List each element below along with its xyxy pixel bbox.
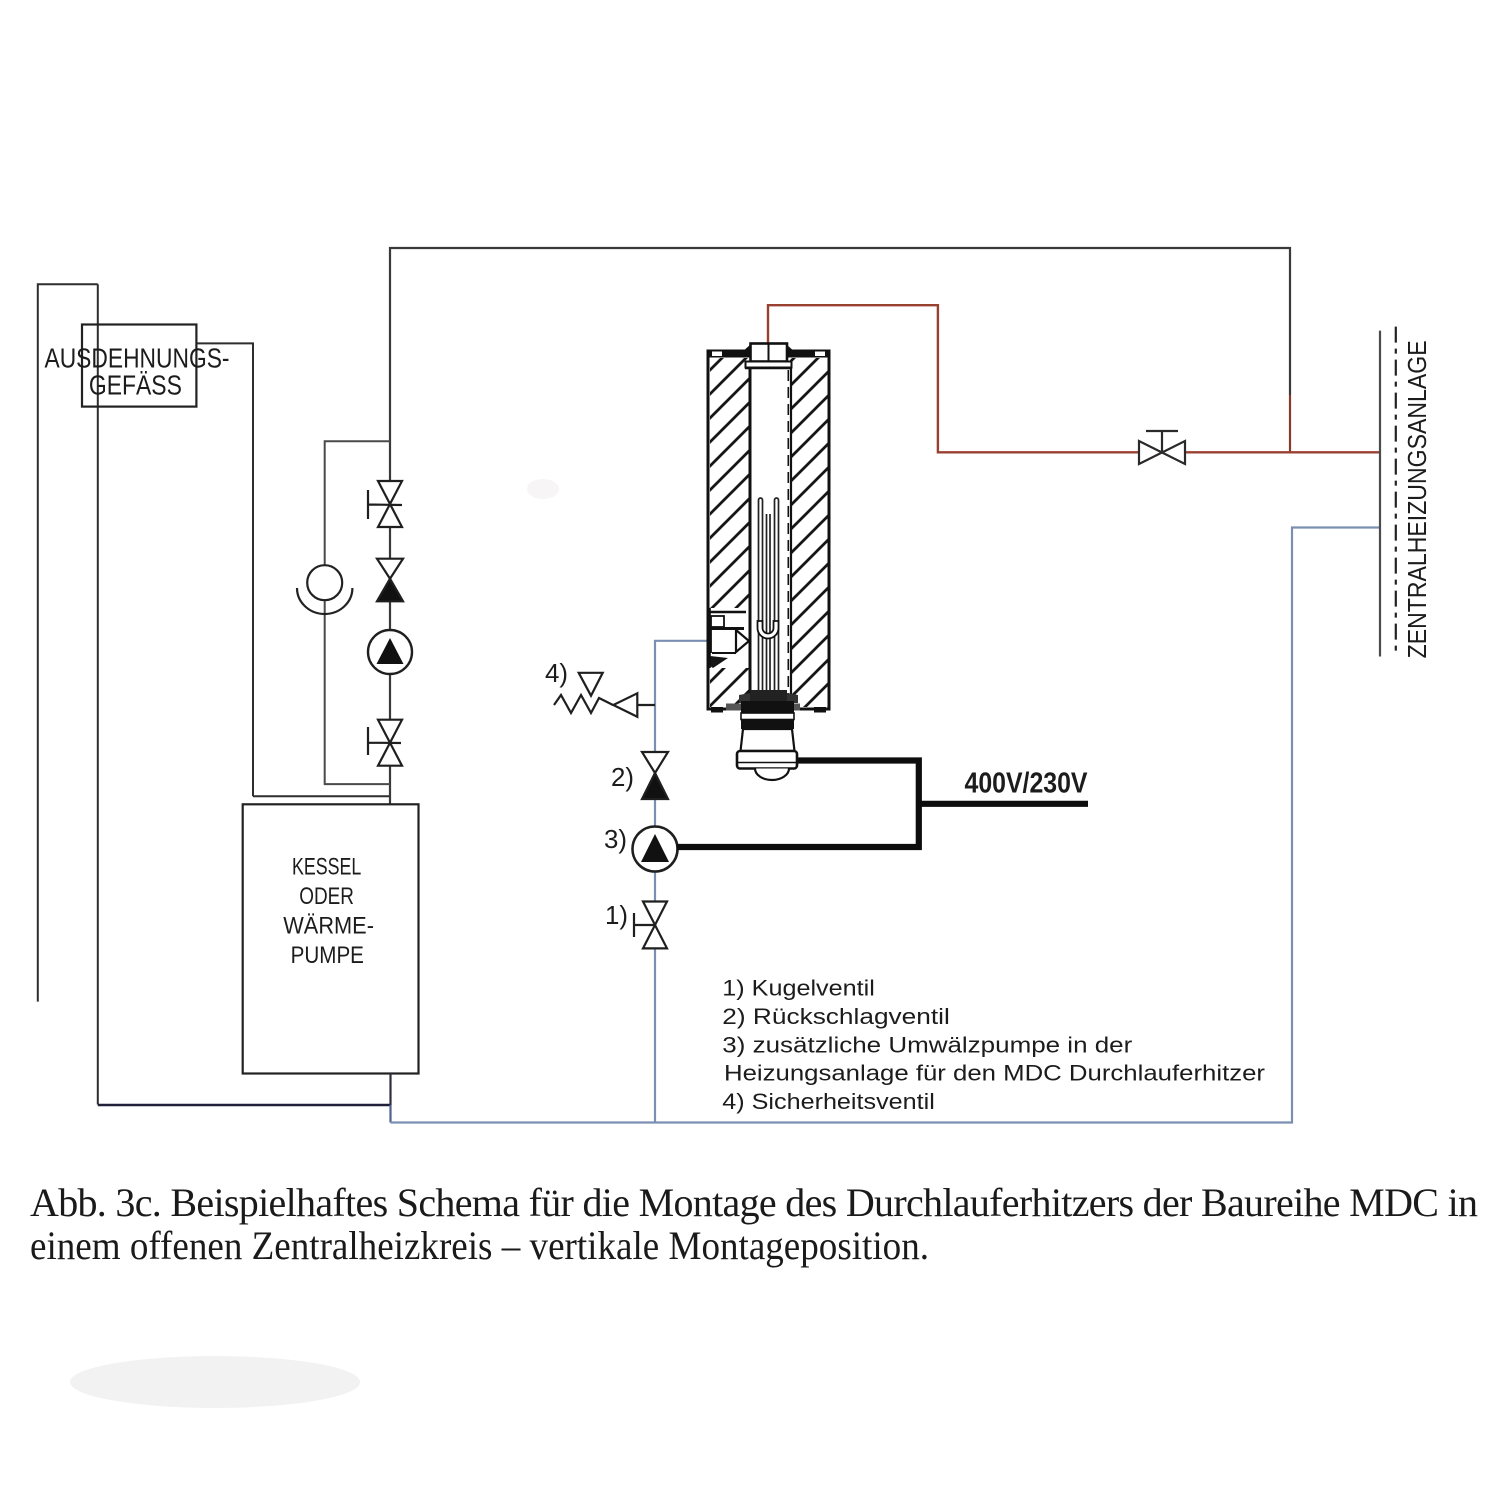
svg-text:4): 4) [545,658,568,688]
svg-text:GEFÄSS: GEFÄSS [89,370,182,401]
svg-text:3): 3) [604,824,627,854]
svg-text:4) Sicherheitsventil: 4) Sicherheitsventil [722,1089,935,1114]
svg-text:3) zusätzliche Umwälzpumpe in: 3) zusätzliche Umwälzpumpe in der [722,1032,1133,1057]
svg-text:ZENTRALHEIZUNGSANLAGE: ZENTRALHEIZUNGSANLAGE [1402,340,1432,658]
svg-text:ODER: ODER [299,883,354,910]
svg-text:WÄRME-: WÄRME- [283,913,374,940]
svg-text:Heizungsanlage für den MDC Dur: Heizungsanlage für den MDC Durchlauferhi… [724,1061,1266,1086]
svg-text:PUMPE: PUMPE [291,942,364,969]
svg-text:einem offenen Zentralheizkreis: einem offenen Zentralheizkreis – vertika… [30,1223,929,1268]
svg-text:2) Rückschlagventil: 2) Rückschlagventil [722,1004,950,1029]
svg-text:1): 1) [605,900,628,930]
svg-text:AUSDEHNUNGS-: AUSDEHNUNGS- [45,343,230,374]
svg-text:1) Kugelventil: 1) Kugelventil [722,976,875,1001]
svg-text:Abb. 3c. Beispielhaftes Schema: Abb. 3c. Beispielhaftes Schema für die M… [30,1180,1478,1225]
svg-text:400V/230V: 400V/230V [965,768,1089,800]
svg-text:2): 2) [611,762,634,792]
svg-text:KESSEL: KESSEL [292,854,361,881]
